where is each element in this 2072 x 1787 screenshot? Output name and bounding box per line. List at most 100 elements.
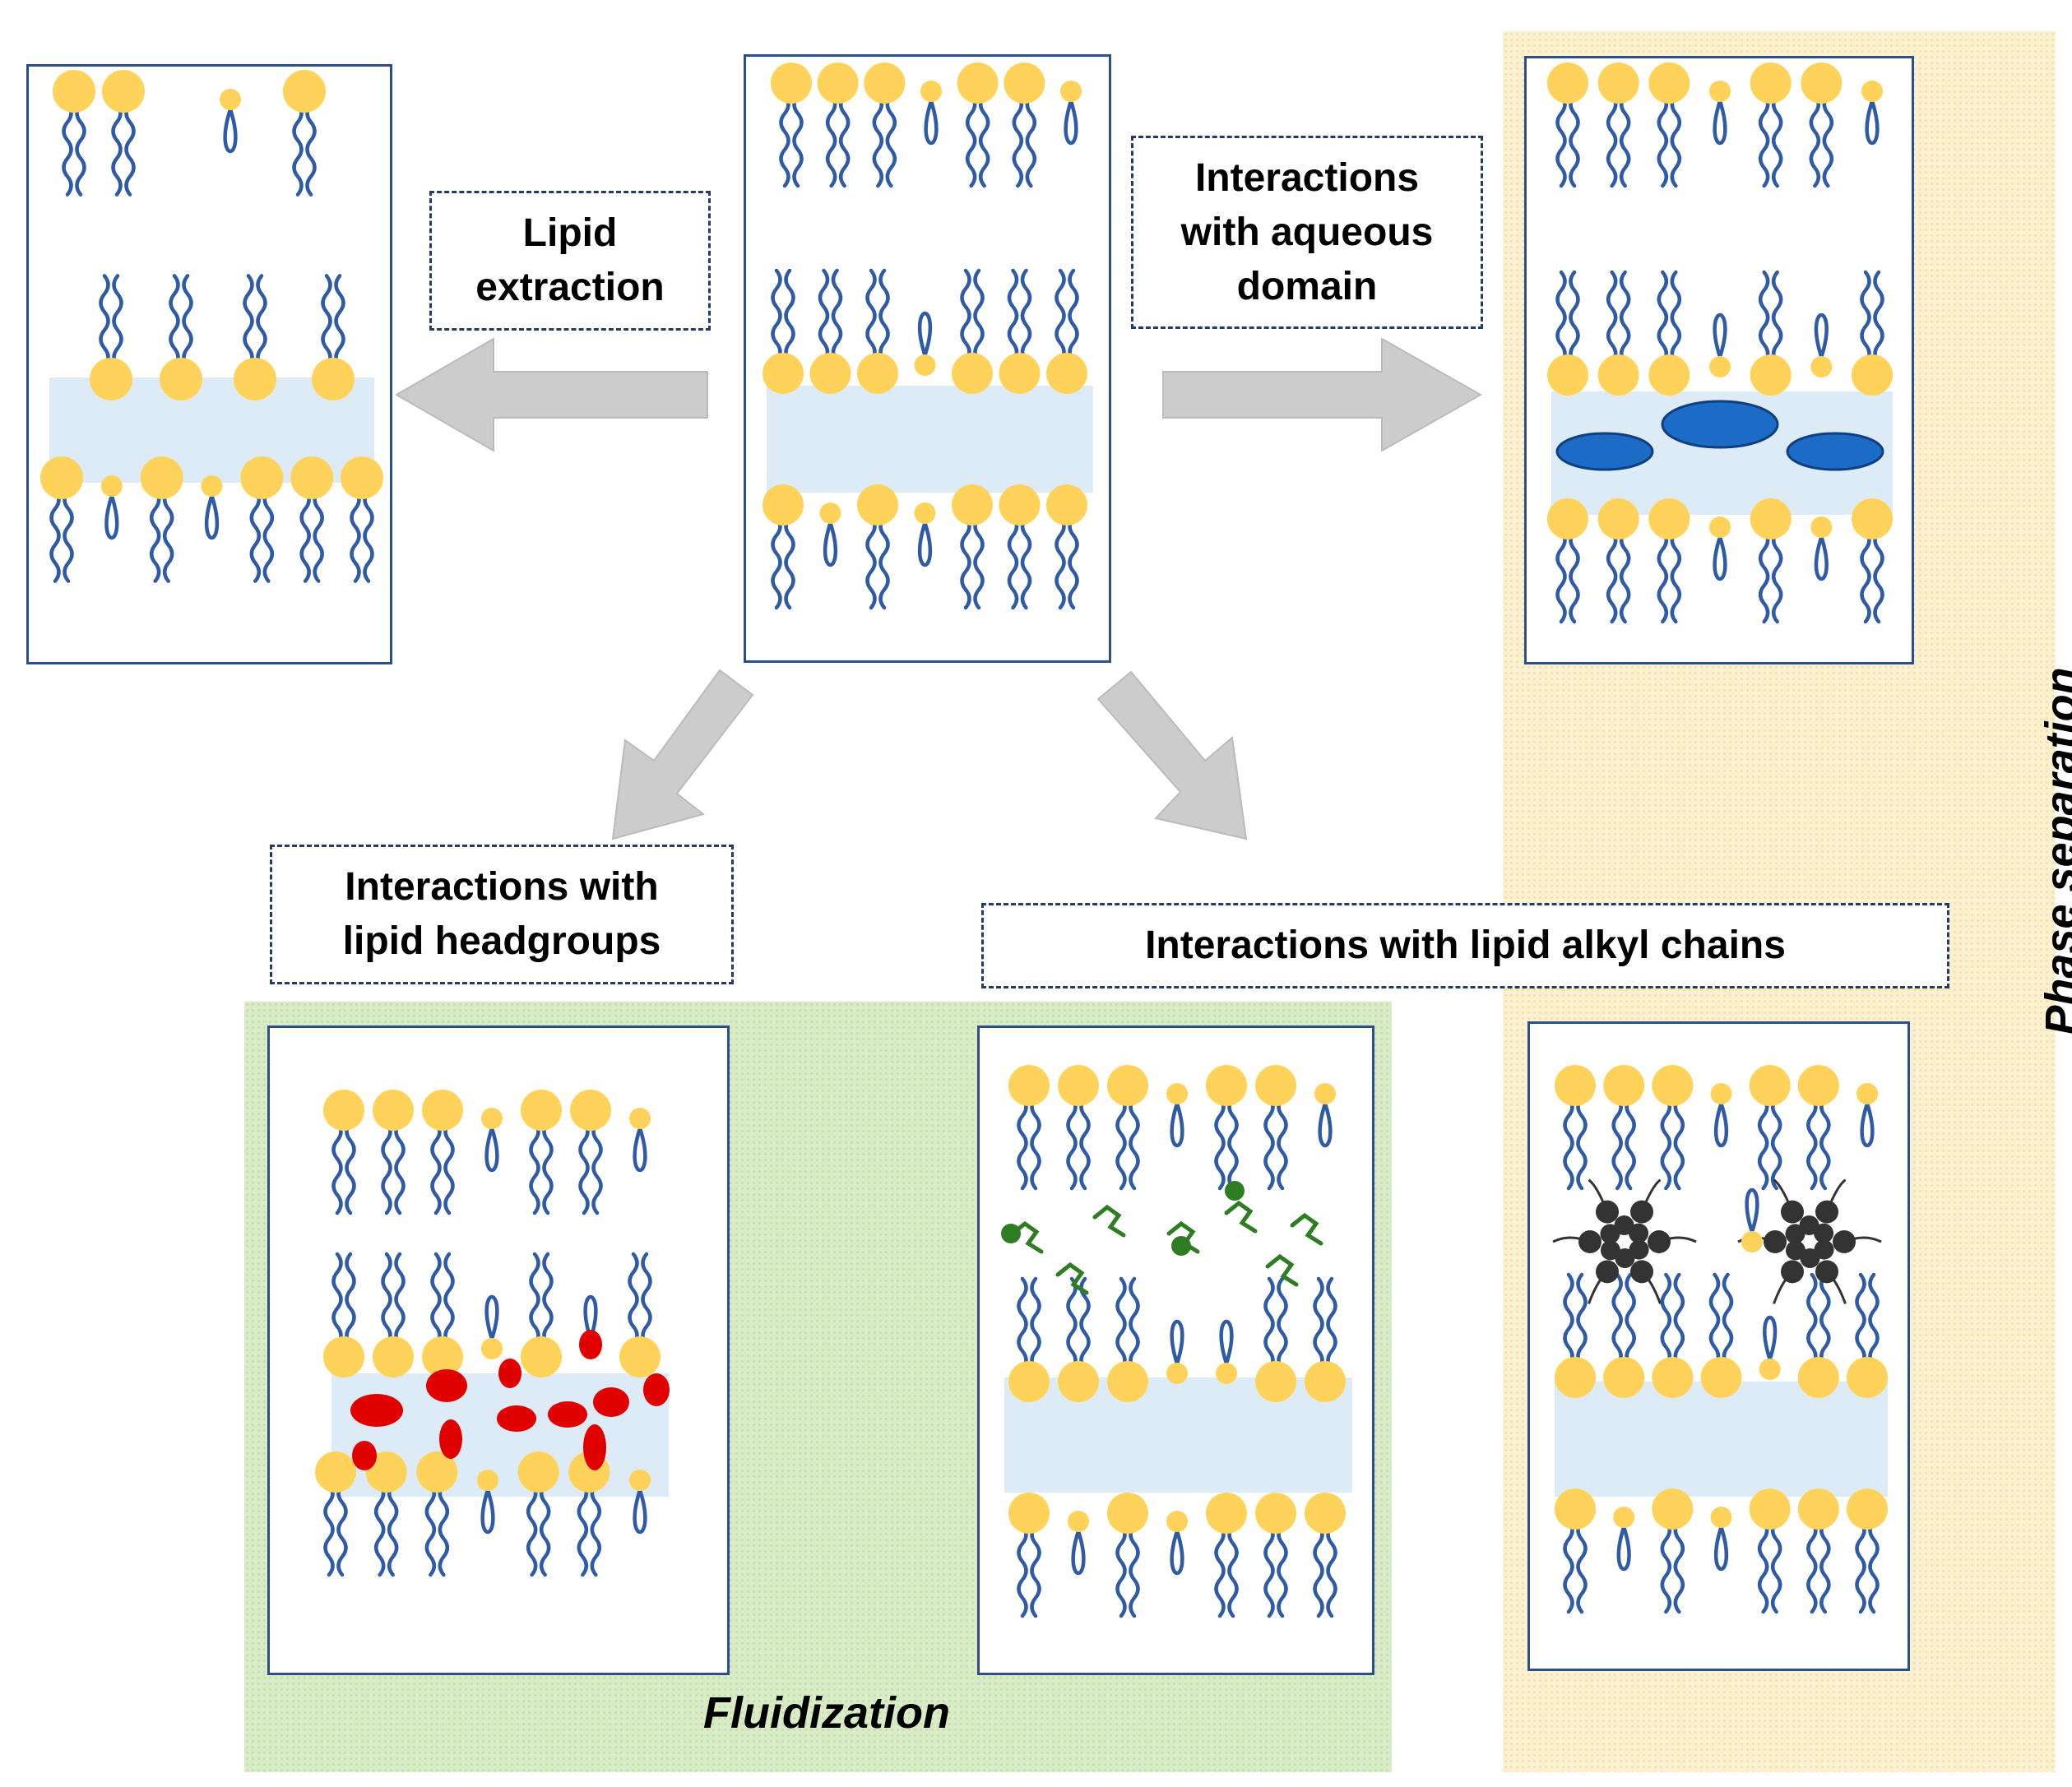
lipid-icon [1847, 1272, 1888, 1398]
dendrimer-node [1600, 1240, 1620, 1261]
lipid-icon [1648, 498, 1690, 624]
lysolipid-head [1810, 356, 1833, 377]
lipid-head [234, 358, 276, 400]
dendrimer-node [1799, 1215, 1819, 1236]
lipid-head [1547, 62, 1588, 104]
lipid-head [422, 1090, 463, 1131]
panel-alkyl-small-molecules [977, 1025, 1374, 1675]
lipid-head [1004, 62, 1045, 104]
dendrimer-node [1785, 1240, 1805, 1261]
lipid-icon [521, 1090, 562, 1215]
lysolipid-icon [477, 1470, 498, 1535]
lipid-icon [864, 62, 906, 188]
lipid-head [570, 1090, 611, 1131]
lipid-icon [422, 1090, 463, 1215]
lipid-head [1700, 1357, 1742, 1398]
lipid-head [1603, 1065, 1645, 1106]
lipid-icon [312, 274, 355, 400]
lipid-icon [1797, 1272, 1839, 1398]
lipid-tail [111, 102, 123, 197]
lipid-icon [365, 1451, 407, 1577]
lipid-head [1852, 498, 1893, 539]
lipid-tail [1611, 1095, 1623, 1191]
lysolipid-head [477, 1470, 498, 1491]
lysolipid-icon [1709, 516, 1731, 581]
lysolipid-tail [1219, 1319, 1234, 1364]
lipid-tail [75, 102, 86, 197]
lipid-tail [1030, 1523, 1041, 1618]
alkyl-interactor-head [1171, 1236, 1191, 1256]
dendrimer-node [1630, 1260, 1653, 1284]
lipid-tail [1012, 93, 1024, 188]
lysolipid-head [914, 502, 936, 524]
lipid-tail [965, 93, 977, 188]
lysolipid-icon [819, 502, 841, 567]
lysolipid-tail [223, 109, 238, 154]
lysolipid-icon [1314, 1083, 1336, 1148]
lipid-head [323, 1336, 364, 1377]
lipid-head [1255, 1065, 1296, 1106]
lysolipid-tail [1713, 100, 1727, 146]
lysolipid-icon [1741, 1187, 1763, 1252]
arrow-to-aqueous-domain [1162, 337, 1483, 452]
lipid-tail [1055, 268, 1066, 363]
lipid-tail [249, 488, 262, 583]
lipid-tail [885, 93, 897, 188]
lipid-tail [323, 1482, 335, 1577]
lipid-tail [1313, 1523, 1324, 1618]
lipid-tail [1722, 1272, 1734, 1368]
lipid-icon [240, 456, 284, 583]
lipid-icon [1603, 1272, 1645, 1398]
lysolipid-icon [481, 1294, 503, 1359]
lipid-tail [1670, 529, 1682, 624]
dendrimer-node [1781, 1260, 1804, 1284]
lysolipid-head [1709, 516, 1731, 538]
lipid-head [1008, 1493, 1050, 1534]
lipid-tail [373, 1482, 386, 1577]
lipid-icon [1652, 1065, 1694, 1191]
lysolipid-tail [1170, 1530, 1184, 1576]
lipid-icon [1750, 270, 1792, 396]
lysolipid-icon [1856, 1083, 1878, 1148]
lysolipid-tail [823, 522, 838, 567]
lipid-icon [1797, 1065, 1839, 1191]
lipid-tail [1129, 1276, 1140, 1372]
lipid-tail [1020, 515, 1032, 610]
lipid-tail [1227, 1523, 1239, 1618]
lysolipid-head [1068, 1511, 1089, 1532]
lipid-icon [1648, 62, 1690, 188]
lipid-tail [336, 1482, 348, 1577]
lysolipid-icon [1810, 312, 1833, 377]
lipid-head [373, 1090, 414, 1131]
lipid-tail [443, 1252, 455, 1347]
panel-aqueous-domain [1524, 56, 1914, 664]
lipid-tail [331, 1252, 343, 1347]
lipid-head [1555, 1488, 1596, 1530]
lipid-head [1547, 498, 1588, 539]
lipid-tail [438, 1482, 450, 1577]
lipid-head [140, 456, 183, 499]
lipid-tail [1129, 1095, 1140, 1191]
lipid-tail [1555, 270, 1567, 365]
lysolipid-tail [1814, 536, 1829, 581]
lipid-tail [1079, 1095, 1091, 1191]
lipid-head [323, 1090, 364, 1131]
lipid-head [416, 1451, 458, 1493]
lipid-tail [838, 93, 851, 188]
lipid-icon [568, 1451, 610, 1577]
lysolipid-icon [914, 311, 936, 376]
lipid-tail [818, 268, 830, 363]
lipid-icon [857, 484, 898, 610]
lipid-tail [1660, 1272, 1672, 1368]
alkyl-interactor [1265, 1253, 1299, 1287]
lysolipid-head [1166, 1083, 1188, 1104]
lipid-tail [313, 488, 324, 583]
lipid-tail [321, 274, 332, 368]
dendrimer-node [1578, 1230, 1602, 1253]
lipid-tail [1809, 93, 1821, 188]
lipid-tail [1129, 1523, 1140, 1618]
lipid-head [1801, 62, 1843, 104]
lipid-head [1797, 1488, 1839, 1530]
lipid-tail [1770, 1095, 1782, 1191]
